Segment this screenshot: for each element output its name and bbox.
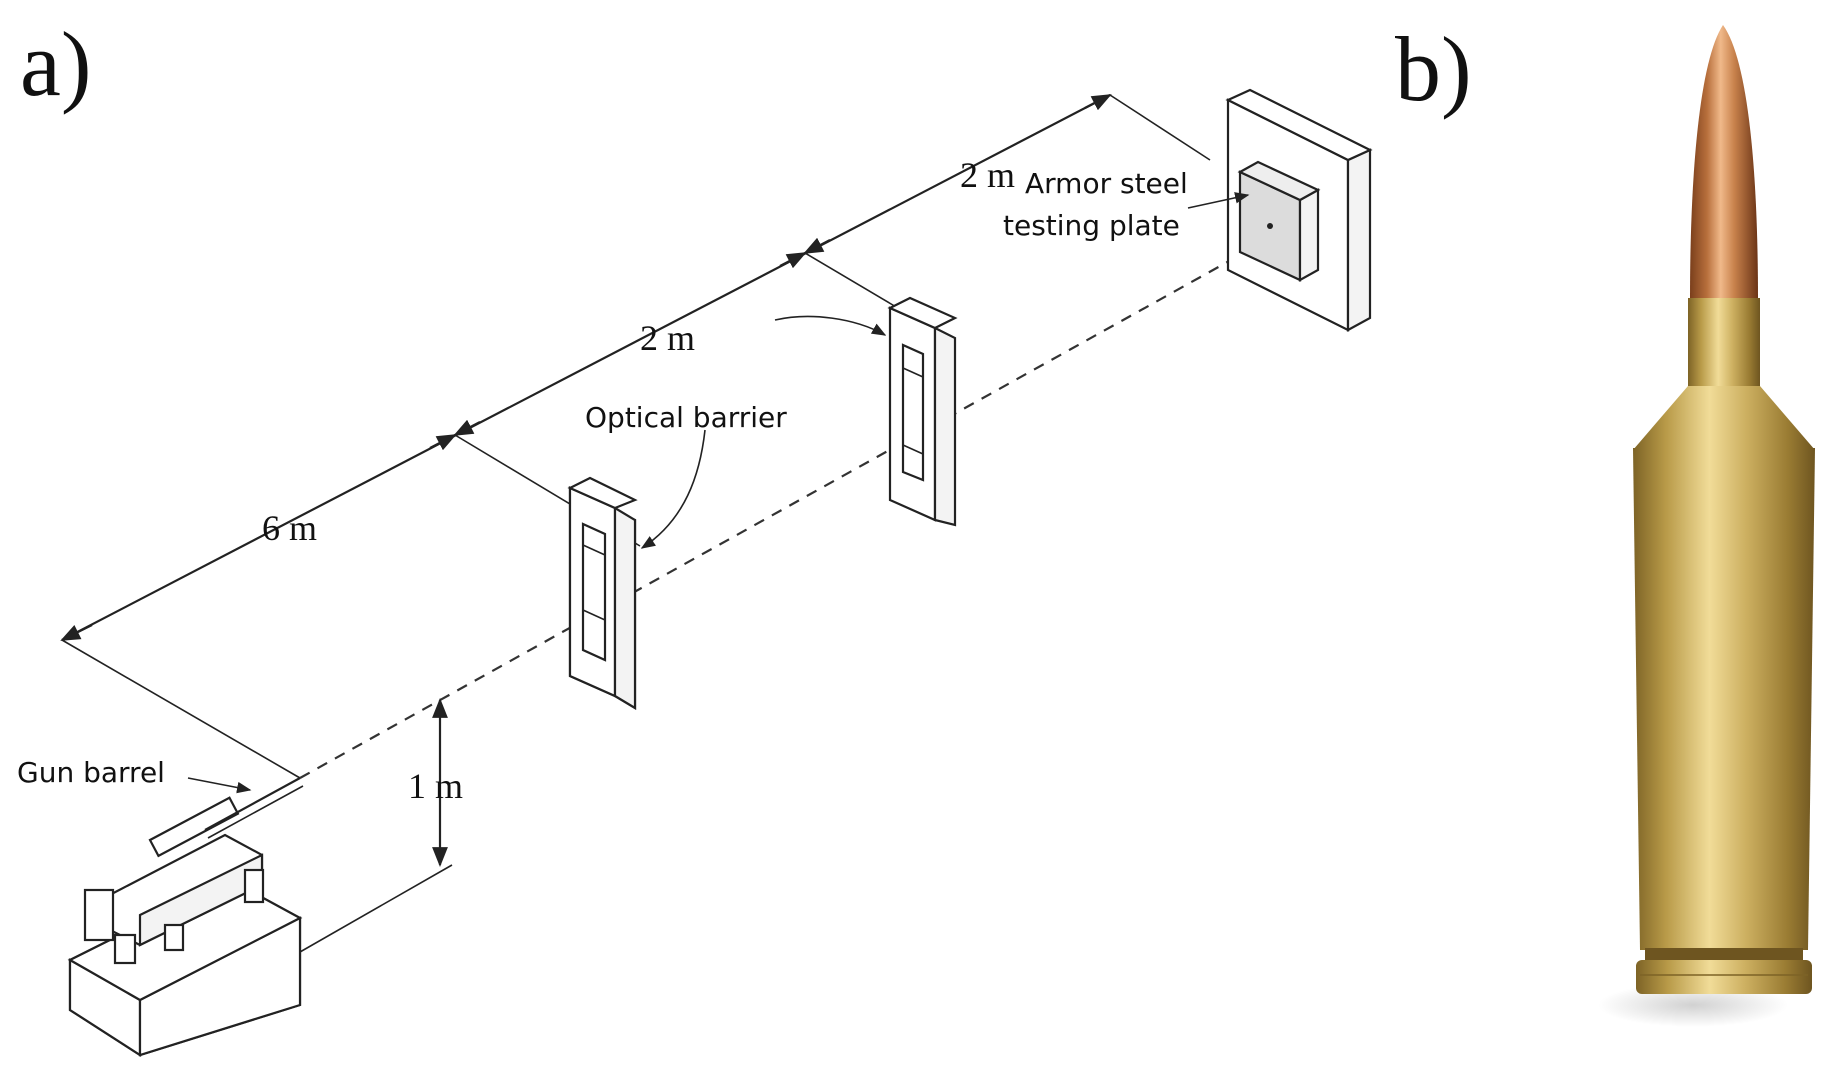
gun-barrel-label: Gun barrel — [17, 756, 165, 789]
gun-barrel-callout — [187, 777, 252, 794]
optical-barrier-callout — [640, 315, 887, 549]
bullet-path-line — [299, 254, 1241, 779]
panel-b-label: b) — [1395, 18, 1472, 120]
gun-mount-illustration — [67, 777, 304, 1058]
dimension-2m-plate: 2 m — [960, 155, 1015, 195]
dimension-6m: 6 m — [262, 508, 317, 548]
dimension-2m-barriers: 2 m — [640, 318, 695, 358]
cartridge-photo — [1598, 25, 1815, 1027]
optical-barrier-2 — [887, 296, 958, 527]
height-dimension — [299, 698, 453, 953]
panel-b: b) — [1395, 18, 1815, 1027]
armor-plate-label-line1: Armor steel — [1025, 167, 1188, 200]
optical-barrier-1 — [567, 476, 638, 710]
dimension-1m: 1 m — [408, 766, 463, 806]
panel-a-label: a) — [20, 13, 91, 115]
armor-plate-label-line2: testing plate — [1003, 209, 1180, 242]
distance-dimension-line — [60, 94, 1211, 779]
armor-plate-target — [1187, 88, 1373, 332]
panel-a: a) 6 m 2 m 2 m 1 m — [17, 13, 1373, 1058]
optical-barrier-label: Optical barrier — [585, 401, 787, 434]
